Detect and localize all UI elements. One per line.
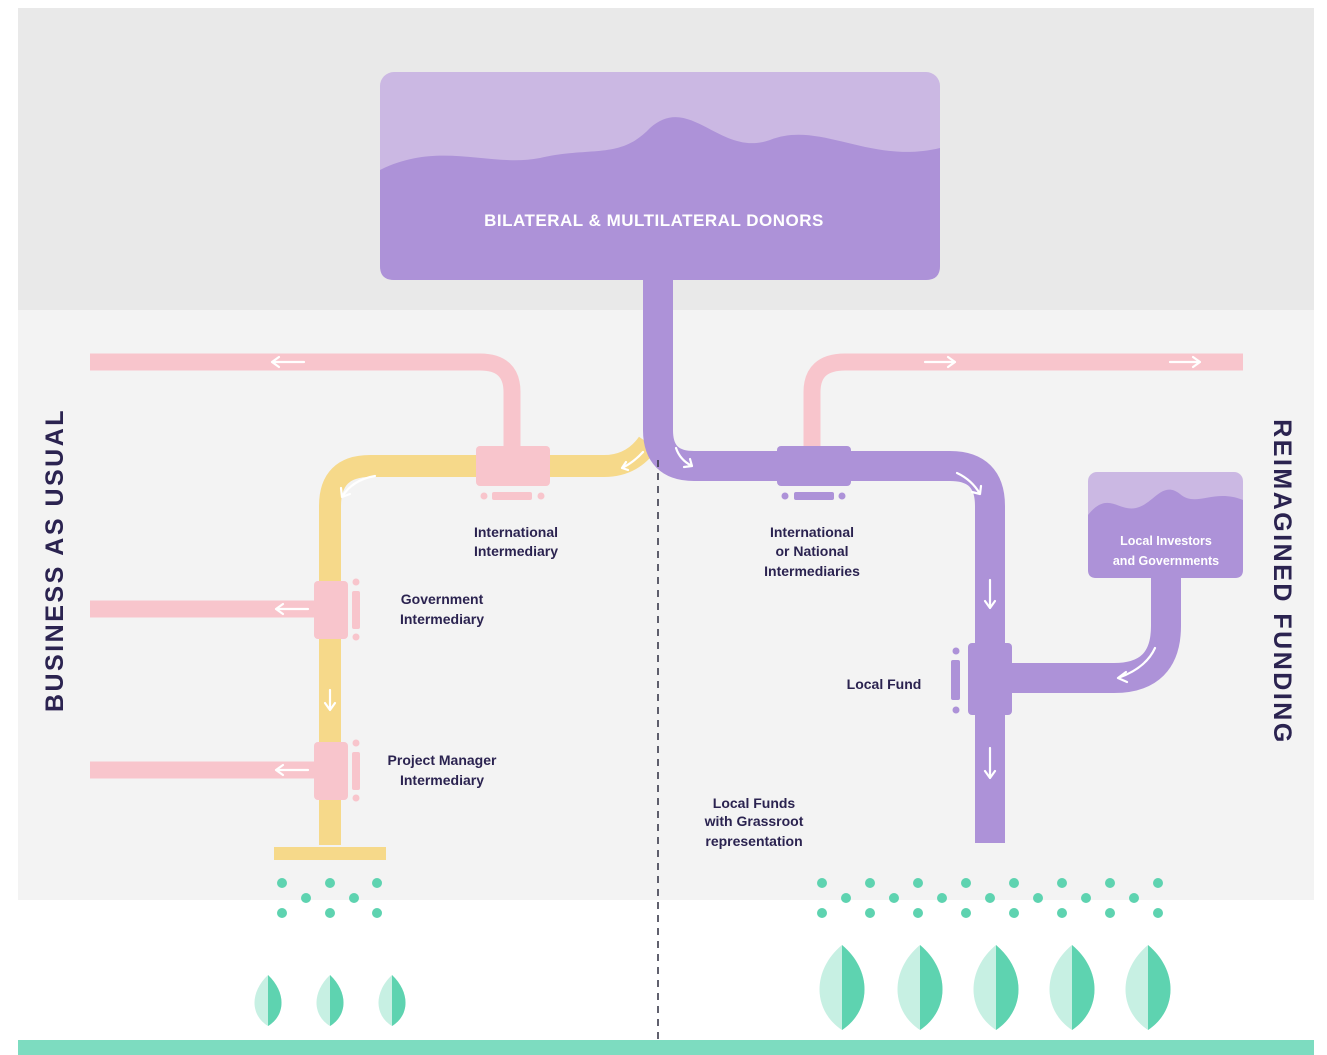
international-intermediary-line-2: Intermediary xyxy=(474,543,558,559)
droplets-left xyxy=(277,878,382,918)
project-manager-intermediary-line-2: Intermediary xyxy=(400,772,484,788)
leaf-icon xyxy=(1049,945,1095,1030)
leak-pipe-international-left xyxy=(90,353,521,450)
arrow-curve-left-icon xyxy=(339,474,377,499)
reimagined-funding-title: REIMAGINED FUNDING xyxy=(1268,419,1296,745)
leaves-small xyxy=(254,975,406,1026)
valve-dot xyxy=(480,492,488,500)
valve-dot xyxy=(781,492,789,500)
valve-dot xyxy=(952,647,960,655)
donors-reservoir: BILATERAL & MULTILATERAL DONORS xyxy=(380,72,940,280)
valve-government xyxy=(314,581,348,639)
leaf-icon xyxy=(254,975,282,1026)
valve-dot xyxy=(352,739,360,747)
arrow-right-icon xyxy=(1168,355,1202,369)
intermediaries-line-2: or National xyxy=(775,543,848,559)
donors-label: BILATERAL & MULTILATERAL DONORS xyxy=(484,211,824,230)
leak-pipe-international-right xyxy=(803,353,1243,450)
yellow-main-pipe xyxy=(319,436,658,845)
arrow-left-icon xyxy=(274,763,310,777)
arrow-curve-left-icon xyxy=(1116,646,1157,684)
valve-dot xyxy=(352,578,360,586)
business-as-usual-title: BUSINESS AS USUAL xyxy=(41,408,69,712)
arrow-down-icon xyxy=(983,746,997,780)
leaves-large xyxy=(819,945,1171,1030)
business-as-usual-pipe xyxy=(319,436,658,845)
grassroot-line-3: representation xyxy=(705,833,802,849)
valves xyxy=(314,446,1012,802)
arrow-down-icon xyxy=(983,578,997,610)
investors-water xyxy=(1088,489,1243,578)
project-manager-intermediary-line-1: Project Manager xyxy=(388,752,497,768)
droplets-right xyxy=(817,878,1163,918)
valve-international-left xyxy=(476,446,550,486)
leaf-icon xyxy=(819,945,865,1030)
valve-local-fund xyxy=(968,643,1012,715)
local-fund-label: Local Fund xyxy=(847,676,922,692)
ground-strip xyxy=(18,1040,1314,1055)
valve-dot xyxy=(352,633,360,641)
valve-dot xyxy=(952,706,960,714)
valve-local-fund-handle xyxy=(951,660,960,700)
leaf-icon xyxy=(1125,945,1171,1030)
arrow-right-icon xyxy=(923,355,957,369)
grassroot-line-2: with Grassroot xyxy=(704,813,804,829)
yellow-tap-bar xyxy=(274,847,386,860)
local-investors-line-1: Local Investors xyxy=(1120,534,1212,548)
government-intermediary-line-1: Government xyxy=(401,591,484,607)
government-intermediary-line-2: Intermediary xyxy=(400,611,484,627)
valve-international-right xyxy=(777,446,851,486)
valve-project-manager-handle xyxy=(352,752,360,790)
arrow-left-icon xyxy=(270,355,306,369)
international-intermediary-line-1: International xyxy=(474,524,558,540)
intermediaries-line-1: International xyxy=(770,524,854,540)
local-investors-box: Local Investors and Governments xyxy=(1088,472,1243,578)
arrow-left-icon xyxy=(274,602,310,616)
local-investors-line-2: and Governments xyxy=(1113,554,1219,568)
valve-dot xyxy=(352,794,360,802)
leaf-icon xyxy=(973,945,1019,1030)
grassroot-line-1: Local Funds xyxy=(713,795,796,811)
valve-dot xyxy=(838,492,846,500)
leaf-icon xyxy=(378,975,406,1026)
arrow-curve-right-icon xyxy=(674,446,694,469)
arrow-curve-right-icon xyxy=(955,471,983,496)
leaf-icon xyxy=(316,975,344,1026)
flow-arrows xyxy=(270,355,1202,780)
valve-dot xyxy=(537,492,545,500)
valve-project-manager xyxy=(314,742,348,800)
valve-international-left-handle xyxy=(492,492,532,500)
arrow-curve-left-icon xyxy=(620,450,645,472)
reservoir-water xyxy=(380,117,940,280)
arrow-down-icon xyxy=(323,688,337,712)
valve-government-handle xyxy=(352,591,360,629)
leaf-icon xyxy=(897,945,943,1030)
intermediaries-line-3: Intermediaries xyxy=(764,563,860,579)
valve-international-right-handle xyxy=(794,492,834,500)
